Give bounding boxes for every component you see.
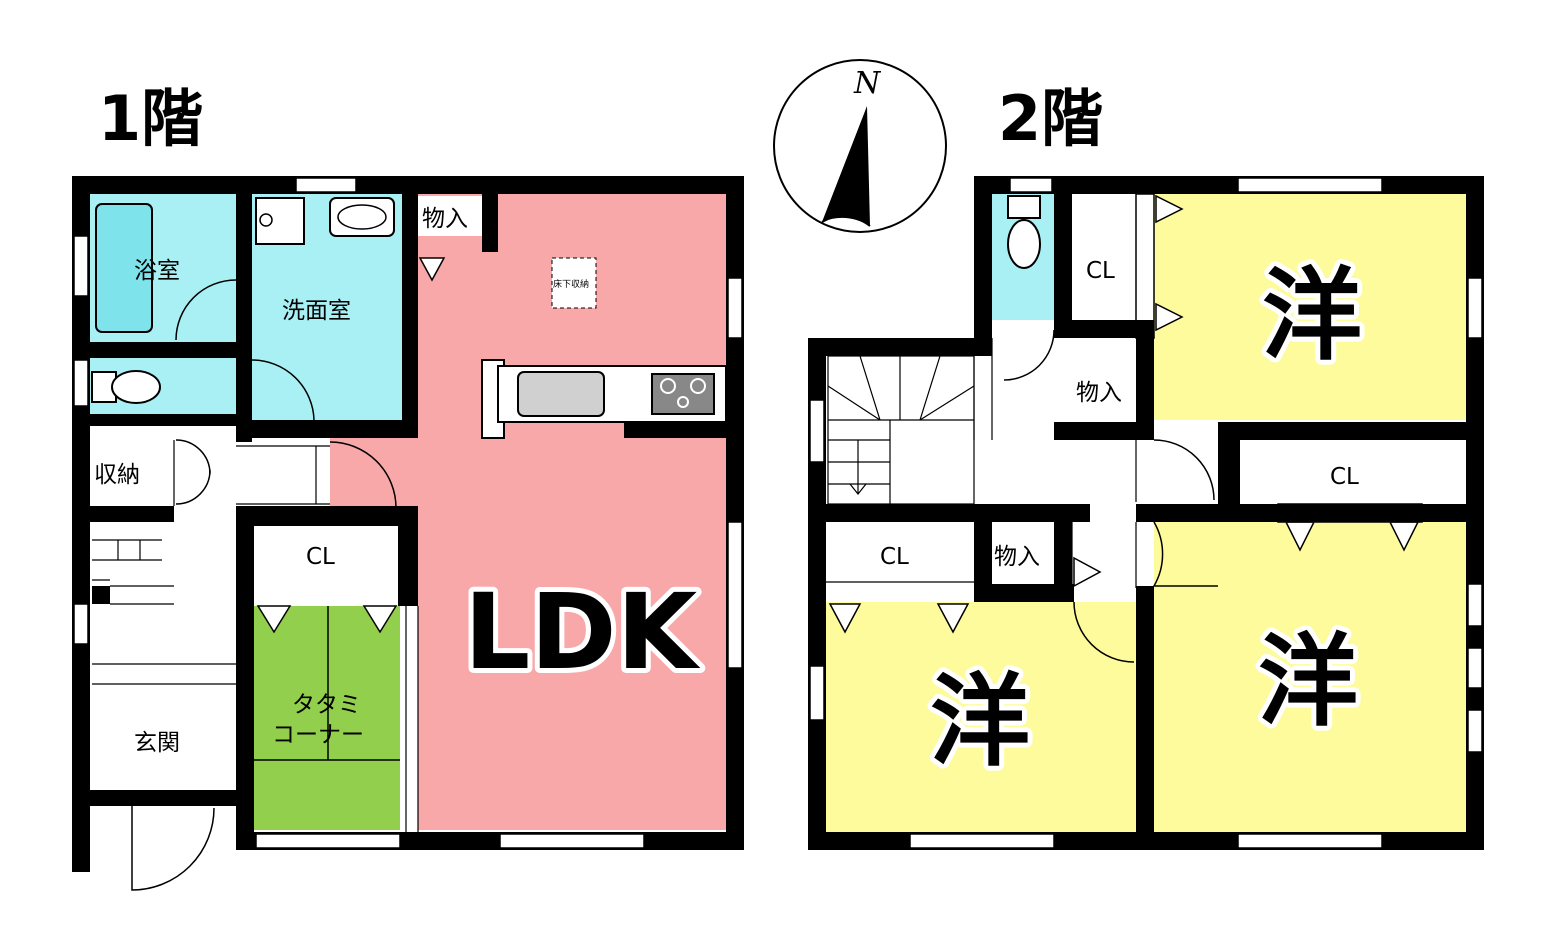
label-cl-left-2f: CL xyxy=(880,544,909,570)
western-room-top xyxy=(1154,194,1466,420)
label-cl-1f: CL xyxy=(306,544,335,570)
label-tatami-1: タタミ xyxy=(292,692,361,718)
label-entrance: 玄関 xyxy=(134,730,180,756)
compass: N xyxy=(773,59,947,233)
western-room-right xyxy=(1154,522,1466,832)
label-underfloor: 床下収納 xyxy=(553,278,589,290)
compass-north-label: N xyxy=(853,66,882,101)
floor1-title: 1階 xyxy=(98,82,203,155)
underfloor-storage xyxy=(551,257,597,309)
label-storage-left-2f: 物入 xyxy=(994,544,1040,570)
label-western-left: 洋 xyxy=(930,663,1030,780)
label-ldk: LDK xyxy=(464,571,701,693)
bathtub-icon xyxy=(95,203,153,333)
floor1-plan: 浴室 洗面室 物入 床下収納 収納 CL タタミ コーナー 玄関 LDK xyxy=(72,176,744,891)
label-western-top: 洋 xyxy=(1262,257,1362,374)
label-washroom: 洗面室 xyxy=(282,298,351,324)
label-cl-top-2f: CL xyxy=(1086,258,1115,284)
floor2-title: 2階 xyxy=(998,82,1103,155)
label-shuno: 収納 xyxy=(94,462,140,488)
tatami-corner xyxy=(254,606,400,830)
label-storage-mid-2f: 物入 xyxy=(1076,380,1122,406)
toilet-icon-2f xyxy=(1007,195,1041,219)
windows-2f xyxy=(809,177,1483,849)
floor2-plan: CL 物入 CL CL 物入 洋 洋 洋 xyxy=(808,176,1484,850)
closet-mid-2f xyxy=(1240,440,1466,504)
stairs-1f xyxy=(92,539,174,605)
label-western-right: 洋 xyxy=(1258,623,1358,740)
label-bath: 浴室 xyxy=(134,258,180,284)
stairs-2f xyxy=(827,355,975,505)
label-cl-mid-2f: CL xyxy=(1330,464,1359,490)
label-tatami-2: コーナー xyxy=(272,722,364,748)
north-arrow-icon xyxy=(822,106,870,226)
label-storage-1f: 物入 xyxy=(422,206,468,232)
windows-1f xyxy=(73,177,743,849)
western-room-left xyxy=(826,602,1136,832)
kitchen-sink-icon xyxy=(517,371,605,417)
closet-1f xyxy=(254,526,400,588)
